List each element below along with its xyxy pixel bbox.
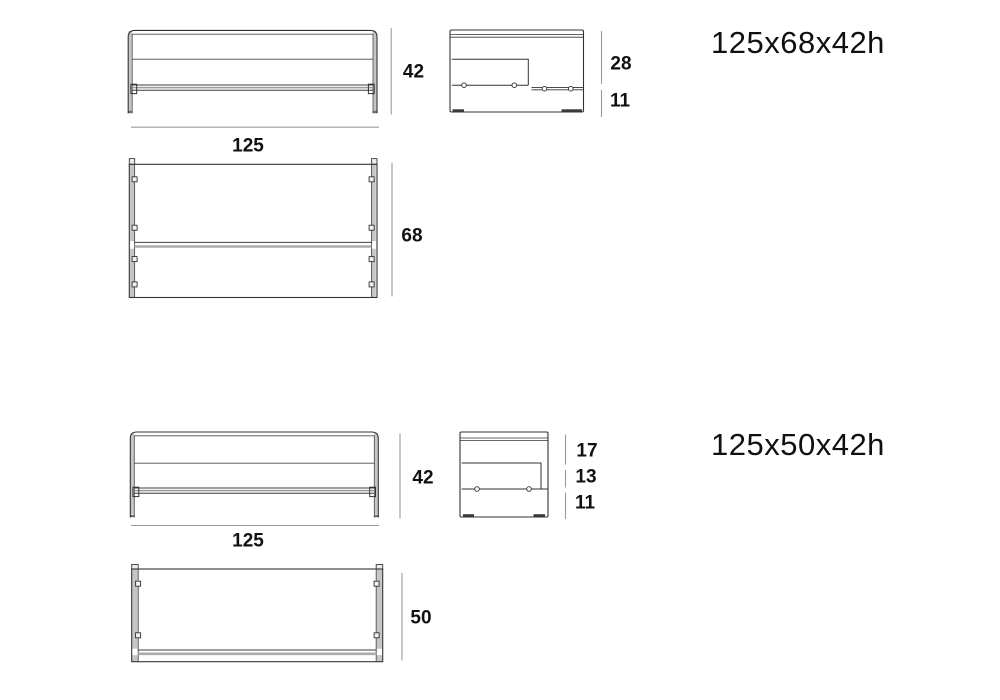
leg-end-cap <box>375 564 384 570</box>
left-leg <box>130 433 135 514</box>
clip <box>373 580 380 587</box>
tabletop-outer-contour <box>127 29 378 114</box>
screw-icon <box>526 486 532 492</box>
dim-label-front-height-2: 42 <box>412 467 434 488</box>
foot-pad <box>463 514 474 517</box>
leg-band-gap <box>371 241 377 249</box>
side-outline <box>459 431 549 518</box>
product-title-2: 125x50x42h <box>711 427 885 462</box>
dim-label-front-width-2: 125 <box>232 530 264 552</box>
clip <box>131 224 138 231</box>
clip <box>368 224 375 231</box>
side-view-2 <box>459 431 549 518</box>
dim-label-side-lower-2: 11 <box>574 492 596 513</box>
foot-pad <box>452 109 464 112</box>
shelf-left-bracket <box>130 83 138 95</box>
mounting-clips <box>135 580 380 639</box>
leg-end-cap <box>131 564 139 570</box>
dimension-lines-product-1 <box>131 28 603 297</box>
left-leg-band <box>132 569 138 662</box>
dim-label-top-depth-2: 50 <box>410 607 432 628</box>
dim-label-side-upper-1: 28 <box>610 53 632 75</box>
clip <box>131 176 138 183</box>
shelf-side-panel <box>451 58 529 86</box>
screw-icon <box>567 85 574 92</box>
side-outline <box>449 29 585 113</box>
front-view-1 <box>127 29 378 114</box>
leg-band-gap <box>376 648 383 656</box>
screw-icon <box>541 85 548 92</box>
dim-label-front-width-1: 125 <box>232 135 264 157</box>
tabletop-inner-contour <box>131 33 374 114</box>
right-leg <box>372 31 377 112</box>
shelf-left-bracket <box>132 486 140 498</box>
left-leg <box>128 31 133 112</box>
dim-label-side-upper-2: 17 <box>576 440 598 461</box>
tabletop-inner-contour <box>133 435 375 518</box>
left-leg-band <box>129 164 135 298</box>
dim-label-side-middle-2: 13 <box>575 466 597 487</box>
foot-pad <box>561 109 582 112</box>
dim-label-side-lower-1: 11 <box>609 90 631 112</box>
dim-label-top-depth-1: 68 <box>401 225 423 247</box>
clip <box>368 176 375 183</box>
side-view-1 <box>449 29 585 113</box>
clip <box>131 281 138 288</box>
right-leg-foot <box>372 110 377 114</box>
dimension-lines-product-2 <box>131 433 567 661</box>
foot-pad <box>533 514 545 517</box>
top-outline <box>131 568 384 663</box>
left-leg-foot <box>130 514 135 518</box>
leg-end-cap <box>128 158 136 165</box>
right-leg-foot <box>373 514 379 518</box>
front-view-2 <box>129 431 379 518</box>
clip <box>368 256 375 263</box>
product-title-1: 125x68x42h <box>711 25 885 60</box>
right-leg-band <box>371 164 376 298</box>
shelf-right-bracket <box>367 83 375 95</box>
leg-band-gap <box>131 648 139 656</box>
screw-icon <box>461 82 467 88</box>
clip <box>135 580 142 587</box>
clip <box>373 632 380 639</box>
top-outline <box>128 163 378 299</box>
screw-icon <box>511 82 518 88</box>
dim-label-front-height-1: 42 <box>402 61 425 82</box>
left-leg-foot <box>128 110 133 114</box>
right-leg <box>374 433 378 514</box>
top-view-2 <box>131 564 384 663</box>
clip <box>131 256 138 263</box>
screw-icon <box>474 486 480 492</box>
leg-band-gap <box>129 241 135 249</box>
clip <box>135 632 142 639</box>
mounting-clips <box>131 176 375 288</box>
shelf-right-bracket <box>369 486 377 498</box>
shelf-side-panel <box>461 462 542 489</box>
right-leg-band <box>376 569 383 662</box>
tabletop-outer-contour <box>129 431 379 518</box>
clip <box>368 281 375 288</box>
top-view-1 <box>128 158 378 299</box>
leg-end-cap <box>371 158 378 165</box>
